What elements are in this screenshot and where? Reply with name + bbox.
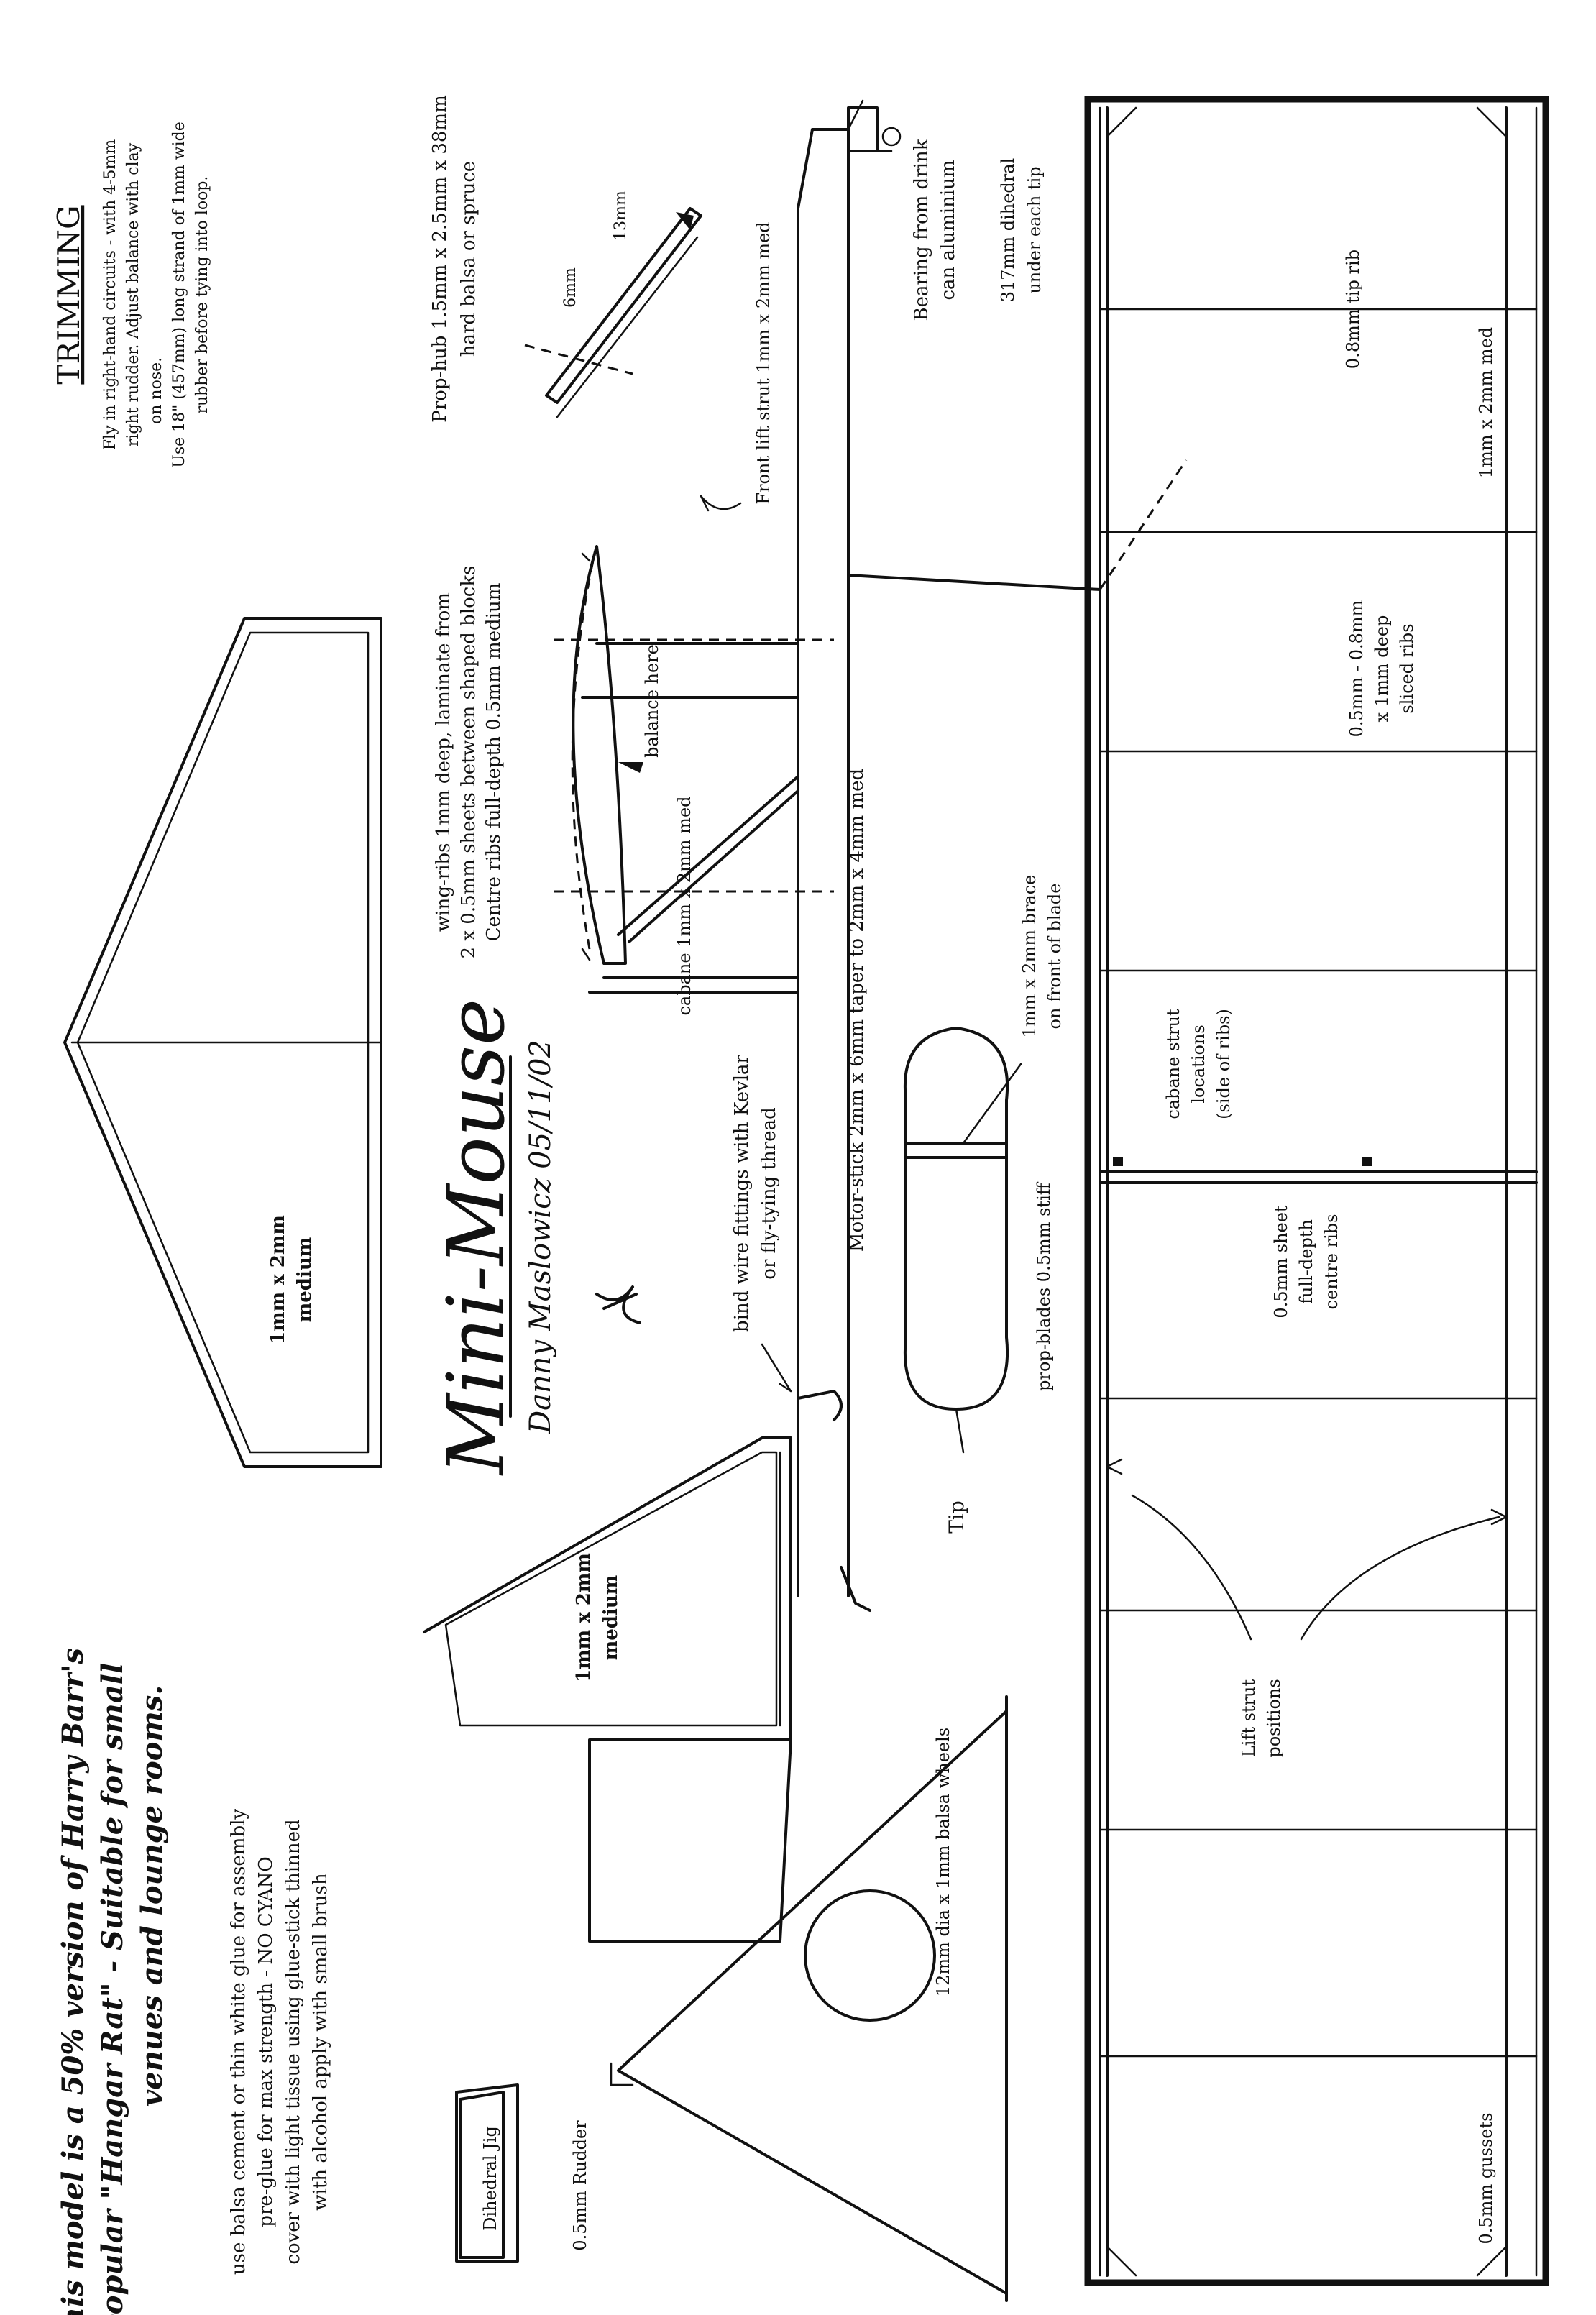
centre-ribs-label: 0.5mm sheet full-depth centre ribs bbox=[1271, 1205, 1342, 1318]
fin-label: 1mm x 2mm medium bbox=[573, 1553, 622, 1682]
svg-text:This model is a 50% version of: This model is a 50% version of Harry Bar… bbox=[56, 1648, 90, 2315]
prop-brace-note: 1mm x 2mm brace on front of blade bbox=[1019, 875, 1065, 1038]
intro-note: This model is a 50% version of Harry Bar… bbox=[56, 1648, 169, 2315]
svg-text:locations: locations bbox=[1188, 1024, 1209, 1103]
sliced-ribs-label: 0.5mm - 0.8mm x 1mm deep sliced ribs bbox=[1347, 600, 1417, 737]
gussets-label: 0.5mm gussets bbox=[1476, 2113, 1496, 2245]
front-lift-strut-label: Front lift strut 1mm x 2mm med bbox=[753, 221, 774, 504]
svg-text:rubber before tying into loop.: rubber before tying into loop. bbox=[193, 176, 211, 414]
svg-text:Bearing from drink: Bearing from drink bbox=[911, 139, 932, 321]
balance-here-label: balance here bbox=[642, 644, 662, 758]
svg-text:Lift strut: Lift strut bbox=[1239, 1679, 1259, 1757]
wing-ribs-note: wing-ribs 1mm deep, laminate from 2 x 0.… bbox=[433, 566, 505, 959]
signature-mark bbox=[595, 1285, 641, 1324]
svg-text:popular "Hangar Rat" - Suitabl: popular "Hangar Rat" - Suitable for smal… bbox=[96, 1663, 129, 2315]
drawing-title: Mini-Mouse bbox=[430, 999, 522, 1476]
tip-label: Tip bbox=[945, 1500, 968, 1534]
svg-text:with alcohol apply with small: with alcohol apply with small brush bbox=[310, 1873, 331, 2211]
wing-rib-section bbox=[571, 545, 627, 965]
prop-hub-sketch bbox=[524, 207, 702, 418]
svg-text:positions: positions bbox=[1264, 1679, 1284, 1757]
dihedral-jig-box bbox=[455, 2084, 519, 2263]
cabane-struts bbox=[554, 638, 834, 994]
svg-text:1mm x 2mm: 1mm x 2mm bbox=[267, 1215, 289, 1344]
balance-arrow bbox=[618, 762, 643, 773]
prop-hub-dim-6: 6mm bbox=[561, 267, 579, 308]
stabilizer-plan bbox=[63, 617, 382, 1468]
svg-text:Prop-hub 1.5mm x 2.5mm x 38mm: Prop-hub 1.5mm x 2.5mm x 38mm bbox=[429, 95, 451, 423]
svg-text:1mm x 2mm: 1mm x 2mm bbox=[573, 1553, 595, 1682]
motor-stick-label: Motor-stick 2mm x 6mm taper to 2mm x 4mm… bbox=[846, 769, 868, 1252]
fin-plan bbox=[423, 1436, 792, 1943]
wing-ribs bbox=[1099, 308, 1538, 2058]
svg-text:wing-ribs 1mm deep, laminate f: wing-ribs 1mm deep, laminate from bbox=[433, 592, 454, 932]
svg-text:medium: medium bbox=[600, 1575, 622, 1661]
bind-wire-note: bind wire fittings with Kevlar or fly-ty… bbox=[731, 1054, 780, 1331]
cabane-label: cabane 1mm x 2mm med bbox=[674, 796, 694, 1015]
svg-text:use balsa cement or thin white: use balsa cement or thin white glue for … bbox=[228, 1809, 249, 2275]
dihedral-jig-label: Dihedral Jig bbox=[480, 2126, 500, 2231]
svg-text:Fly in right-hand circuits - w: Fly in right-hand circuits - with 4-5mm bbox=[101, 139, 119, 451]
svg-text:bind wire fittings with Kevlar: bind wire fittings with Kevlar bbox=[731, 1054, 753, 1331]
trimming-heading: TRIMMING bbox=[51, 205, 86, 384]
svg-text:on front of blade: on front of blade bbox=[1045, 884, 1065, 1030]
front-lift-strut-arrow bbox=[700, 495, 742, 512]
prop-hub-label: Prop-hub 1.5mm x 2.5mm x 38mm hard balsa… bbox=[429, 95, 480, 423]
spar-label: 1mm x 2mm med bbox=[1476, 327, 1496, 478]
stabilizer-label: 1mm x 2mm medium bbox=[267, 1215, 316, 1344]
svg-text:hard balsa or spruce: hard balsa or spruce bbox=[458, 161, 480, 357]
svg-text:Use 18" (457mm) long strand of: Use 18" (457mm) long strand of 1mm wide bbox=[170, 122, 188, 467]
fuselage-side-view bbox=[797, 99, 902, 1612]
svg-text:full-depth: full-depth bbox=[1296, 1219, 1316, 1304]
svg-text:cabane strut: cabane strut bbox=[1163, 1009, 1183, 1119]
hook-fitting bbox=[797, 1390, 843, 1421]
wing-leader-dash bbox=[1099, 459, 1188, 590]
svg-text:on nose.: on nose. bbox=[147, 357, 165, 424]
svg-text:or fly-tying thread: or fly-tying thread bbox=[758, 1107, 780, 1279]
svg-text:right rudder. Adjust balance w: right rudder. Adjust balance with clay bbox=[124, 142, 142, 446]
svg-text:1mm x 2mm brace: 1mm x 2mm brace bbox=[1019, 875, 1040, 1038]
wing-gussets bbox=[1106, 106, 1508, 2277]
svg-text:0.5mm sheet: 0.5mm sheet bbox=[1271, 1205, 1291, 1318]
lift-strut-leader bbox=[1131, 1494, 1500, 1641]
svg-text:venues and lounge rooms.: venues and lounge rooms. bbox=[135, 1685, 169, 2107]
dihedral-note: 317mm dihedral under each tip bbox=[998, 158, 1045, 302]
rudder-label: 0.5mm Rudder bbox=[570, 2120, 590, 2251]
svg-text:0.5mm - 0.8mm: 0.5mm - 0.8mm bbox=[1347, 600, 1367, 737]
svg-text:under each tip: under each tip bbox=[1024, 166, 1045, 293]
wheels-label: 12mm dia x 1mm balsa wheels bbox=[933, 1728, 953, 1997]
svg-text:317mm dihedral: 317mm dihedral bbox=[998, 158, 1018, 302]
lift-strut-label: Lift strut positions bbox=[1239, 1679, 1284, 1757]
svg-text:can aluminium: can aluminium bbox=[937, 160, 959, 300]
bearing-note: Bearing from drink can aluminium bbox=[911, 139, 959, 321]
svg-text:cover with light tissue using: cover with light tissue using glue-stick… bbox=[283, 1819, 304, 2264]
svg-text:pre-glue for max strength - NO: pre-glue for max strength - NO CYANO bbox=[255, 1856, 277, 2227]
propeller-blade bbox=[903, 1027, 1009, 1454]
prop-blades-label: prop-blades 0.5mm stiff bbox=[1034, 1181, 1054, 1391]
svg-text:2 x 0.5mm sheets between shape: 2 x 0.5mm sheets between shaped blocks bbox=[458, 566, 480, 959]
bind-wire-arrow bbox=[761, 1343, 792, 1393]
trimming-notes: TRIMMING Fly in right-hand circuits - wi… bbox=[51, 122, 211, 467]
svg-text:(side of ribs): (side of ribs) bbox=[1214, 1009, 1234, 1119]
cabane-locations-label: cabane strut locations (side of ribs) bbox=[1163, 1009, 1234, 1119]
prop-brace-leader bbox=[962, 1063, 1022, 1145]
svg-text:Centre ribs full-depth 0.5mm m: Centre ribs full-depth 0.5mm medium bbox=[483, 583, 505, 942]
title-block: Mini-Mouse Danny Maslowicz 05/11/02 bbox=[430, 999, 557, 1476]
dihedral-jig-triangle bbox=[610, 1695, 1008, 2302]
svg-text:centre ribs: centre ribs bbox=[1321, 1214, 1342, 1310]
tip-rib-label: 0.8mm tip rib bbox=[1343, 249, 1363, 369]
svg-text:sliced ribs: sliced ribs bbox=[1397, 623, 1417, 713]
prop-hub-dim-13: 13mm bbox=[612, 191, 630, 241]
glue-notes: use balsa cement or thin white glue for … bbox=[228, 1809, 331, 2275]
wing-plan bbox=[1084, 96, 1549, 2286]
designer-label: Danny Maslowicz 05/11/02 bbox=[524, 1040, 557, 1434]
svg-text:x 1mm deep: x 1mm deep bbox=[1372, 615, 1392, 723]
wing-leader bbox=[847, 574, 1101, 591]
svg-text:medium: medium bbox=[294, 1237, 316, 1323]
